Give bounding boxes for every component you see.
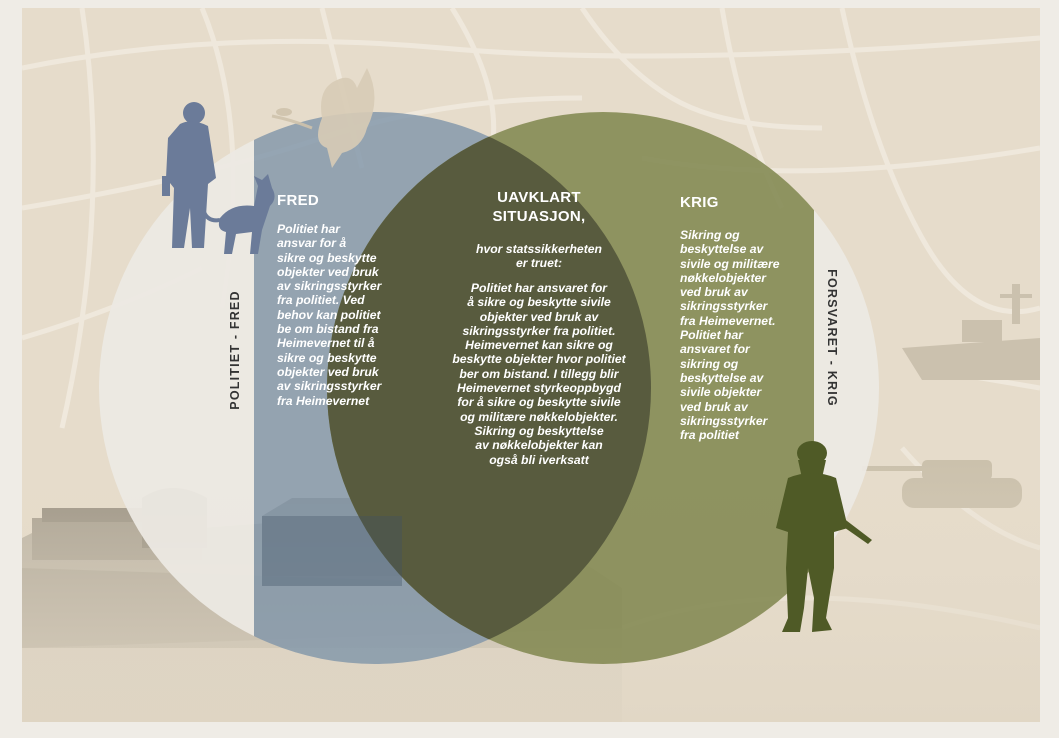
uavklart-title-line: UAVKLART [497, 189, 581, 206]
uavklart-line: sikringsstyrker fra politiet. [462, 323, 616, 338]
krig-line: beskyttelse av [680, 242, 764, 257]
krig-line: Politiet har [680, 328, 743, 343]
uavklart-line: av nøkkelobjekter kan [475, 438, 603, 453]
uavklart-line: Politiet har ansvaret for [470, 281, 608, 295]
krig-line: sikringsstyrker [680, 413, 768, 428]
diagram-canvas: POLITIET - FRED FORSVARET - KRIG FRED Po… [22, 8, 1040, 722]
uavklart-line: og militære nøkkelobjekter. [460, 409, 618, 424]
uavklart-line: Sikring og beskyttelse [474, 423, 604, 438]
krig-line: beskyttelse av [680, 370, 764, 385]
krig-line: ved bruk av [680, 399, 748, 414]
fred-line: sikre og beskytte [277, 350, 377, 365]
fred-body: Politiet har ansvar for å sikre og besky… [277, 222, 437, 408]
krig-line: sikringsstyrker [680, 299, 768, 314]
uavklart-line: for å sikre og beskytte sivile [457, 395, 621, 410]
fred-title: FRED [277, 192, 320, 209]
uavklart-line: Heimevernet styrkeoppbygd [457, 381, 621, 396]
fred-line: fra politiet. Ved [277, 293, 365, 308]
krig-line: Sikring og [680, 228, 740, 242]
uavklart-line: å sikre og beskytte sivile [467, 295, 611, 310]
krig-line: sivile objekter [680, 385, 762, 400]
uavklart-line: beskytte objekter hvor politiet [452, 352, 626, 367]
fred-line: behov kan politiet [277, 307, 381, 322]
uavklart-line: Heimevernet kan sikre og [465, 338, 613, 353]
soldier-icon [776, 441, 872, 632]
uavklart-title: UAVKLART SITUASJON, [439, 188, 639, 226]
overlap-region [327, 112, 651, 664]
krig-line: ansvaret for [680, 342, 750, 357]
uavklart-subtitle: hvor statssikkerheten er truet: [439, 242, 639, 271]
warship-icon [902, 284, 1040, 380]
diagram-graphics [22, 8, 1040, 722]
uavklart-subtitle-line: er truet: [515, 256, 563, 271]
uavklart-title-line: SITUASJON, [492, 208, 586, 225]
dove-icon [271, 68, 375, 168]
uavklart-body: Politiet har ansvaret for å sikre og bes… [429, 281, 649, 467]
fred-line: av sikringsstyrker [277, 279, 382, 294]
fred-line: ansvar for å [277, 236, 347, 251]
fred-line: Heimevernet til å [277, 336, 375, 351]
fred-line: objekter ved bruk [277, 364, 379, 379]
krig-line: fra politiet [680, 428, 739, 443]
krig-line: ved bruk av [680, 285, 748, 300]
krig-title: KRIG [680, 194, 719, 211]
fred-line: sikre og beskytte [277, 250, 377, 265]
krig-line: fra Heimevernet. [680, 313, 776, 328]
fred-line: fra Heimevernet [277, 393, 370, 408]
uavklart-line: objekter ved bruk av [479, 309, 599, 324]
krig-line: nøkkelobjekter [680, 270, 767, 285]
fred-line: av sikringsstyrker [277, 379, 382, 394]
krig-line: sivile og militære [680, 256, 780, 271]
krig-line: sikring og [680, 356, 739, 371]
krig-body: Sikring og beskyttelse av sivile og mili… [680, 228, 820, 442]
fred-line: Politiet har [277, 222, 340, 236]
right-band-label: FORSVARET - KRIG [825, 269, 839, 407]
police-dog-icon [202, 174, 275, 254]
uavklart-subtitle-line: hvor statssikkerheten [476, 242, 602, 256]
fred-line: objekter ved bruk [277, 264, 379, 279]
fred-line: be om bistand fra [277, 322, 379, 337]
uavklart-line: også bli iverksatt [489, 452, 589, 467]
uavklart-line: ber om bistand. I tillegg blir [459, 366, 619, 381]
police-officer-icon [162, 102, 216, 248]
left-band-label: POLITIET - FRED [228, 290, 242, 410]
